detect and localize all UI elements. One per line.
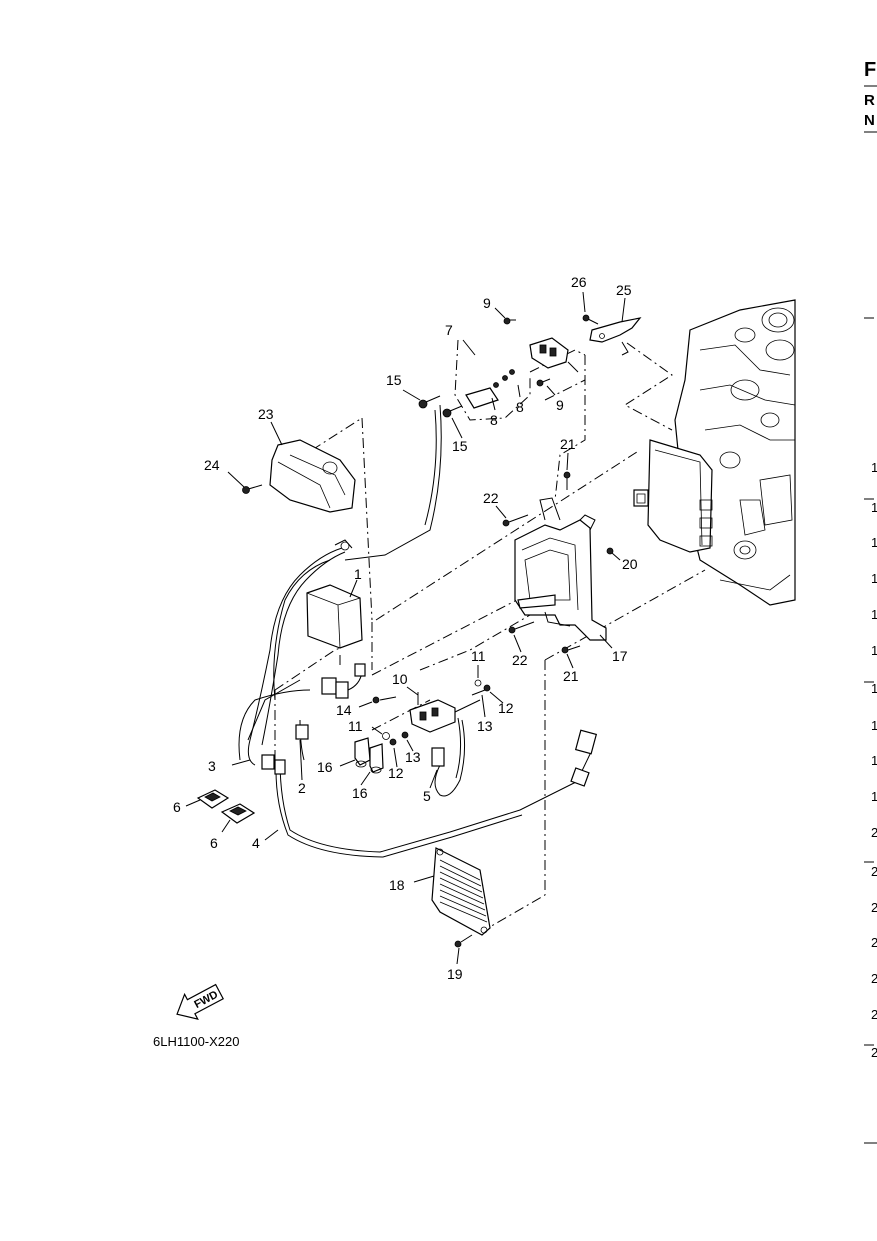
callout-leaders bbox=[185, 291, 626, 965]
callout-22: 22 bbox=[512, 652, 528, 668]
callout-15: 15 bbox=[386, 372, 402, 388]
callout-17: 17 bbox=[612, 648, 628, 664]
part-6-grommets bbox=[196, 789, 256, 824]
callout-18: 18 bbox=[389, 877, 405, 893]
callout-14: 14 bbox=[336, 702, 352, 718]
edge-number: 1 bbox=[871, 789, 877, 804]
wiring-harness bbox=[238, 404, 598, 858]
small-hardware bbox=[372, 679, 491, 746]
part-18-plate bbox=[431, 847, 491, 936]
callout-20: 20 bbox=[622, 556, 638, 572]
edge-number: 1 bbox=[871, 718, 877, 733]
callout-7: 7 bbox=[445, 322, 453, 338]
part-25-bracket bbox=[589, 317, 642, 356]
callout-12: 12 bbox=[498, 700, 514, 716]
edge-letter-n: N bbox=[864, 112, 875, 129]
callout-8: 8 bbox=[516, 399, 524, 415]
edge-number: 2 bbox=[871, 1045, 877, 1060]
edge-number: 2 bbox=[871, 1007, 877, 1022]
edge-number: 1 bbox=[871, 571, 877, 586]
callout-3: 3 bbox=[208, 758, 216, 774]
callout-11: 11 bbox=[348, 718, 363, 734]
edge-column: F R N 1 1 1 1 1 1 1 1 1 1 2 2 2 2 2 2 2 bbox=[864, 59, 877, 1144]
edge-letter-r: R bbox=[864, 92, 875, 109]
callout-6: 6 bbox=[173, 799, 181, 815]
callout-1: 1 bbox=[354, 566, 362, 582]
callout-26: 26 bbox=[571, 274, 587, 290]
edge-number: 1 bbox=[871, 535, 877, 550]
callout-15: 15 bbox=[452, 438, 468, 454]
callout-13: 13 bbox=[477, 718, 493, 734]
part-24-bolt bbox=[242, 484, 263, 494]
part-17-mount-bracket bbox=[514, 497, 607, 641]
mount-bolts bbox=[502, 471, 614, 654]
part-15-fittings bbox=[418, 395, 463, 418]
callout-9: 9 bbox=[483, 295, 491, 311]
callout-21: 21 bbox=[560, 436, 576, 452]
callout-2: 2 bbox=[298, 780, 306, 796]
edge-number: 2 bbox=[871, 825, 877, 840]
callout-10: 10 bbox=[392, 671, 408, 687]
part-19-screw bbox=[454, 934, 473, 948]
part-23-cover bbox=[269, 439, 356, 513]
reference-lines bbox=[274, 339, 706, 929]
callout-6: 6 bbox=[210, 835, 218, 851]
callout-13: 13 bbox=[405, 749, 421, 765]
callout-24: 24 bbox=[204, 457, 220, 473]
fwd-arrow-icon: FWD bbox=[176, 983, 224, 1020]
callout-19: 19 bbox=[447, 966, 463, 982]
callout-25: 25 bbox=[616, 282, 632, 298]
edge-number: 1 bbox=[871, 607, 877, 622]
diagram-code: 6LH1100-X220 bbox=[153, 1034, 240, 1049]
part-10-sensor bbox=[409, 692, 481, 733]
edge-number: 1 bbox=[871, 500, 877, 515]
edge-number: 2 bbox=[871, 935, 877, 950]
part-16-connectors bbox=[354, 737, 384, 774]
part-9-bolts bbox=[503, 317, 551, 387]
part-5-connector bbox=[431, 717, 466, 797]
edge-number: 1 bbox=[871, 460, 877, 475]
edge-number: 1 bbox=[871, 643, 877, 658]
part-26-bolt bbox=[582, 314, 599, 325]
callout-labels: 1 2 3 4 5 6 6 7 8 8 9 9 10 11 11 12 12 1… bbox=[173, 274, 638, 982]
callout-23: 23 bbox=[258, 406, 274, 422]
callout-9: 9 bbox=[556, 397, 564, 413]
edge-number: 2 bbox=[871, 971, 877, 986]
callout-16: 16 bbox=[317, 759, 333, 775]
callout-5: 5 bbox=[423, 788, 431, 804]
edge-number: 1 bbox=[871, 753, 877, 768]
callout-8: 8 bbox=[490, 412, 498, 428]
part-1-module bbox=[306, 584, 366, 699]
callout-12: 12 bbox=[388, 765, 404, 781]
callout-11: 11 bbox=[471, 648, 486, 664]
engine-block bbox=[633, 299, 796, 606]
edge-letter-f: F bbox=[864, 59, 876, 81]
part-7-relay bbox=[465, 337, 579, 409]
callout-21: 21 bbox=[563, 668, 579, 684]
callout-16: 16 bbox=[352, 785, 368, 801]
edge-number: 2 bbox=[871, 864, 877, 879]
callout-22: 22 bbox=[483, 490, 499, 506]
edge-number: 2 bbox=[871, 900, 877, 915]
edge-number: 1 bbox=[871, 681, 877, 696]
callout-4: 4 bbox=[252, 835, 260, 851]
